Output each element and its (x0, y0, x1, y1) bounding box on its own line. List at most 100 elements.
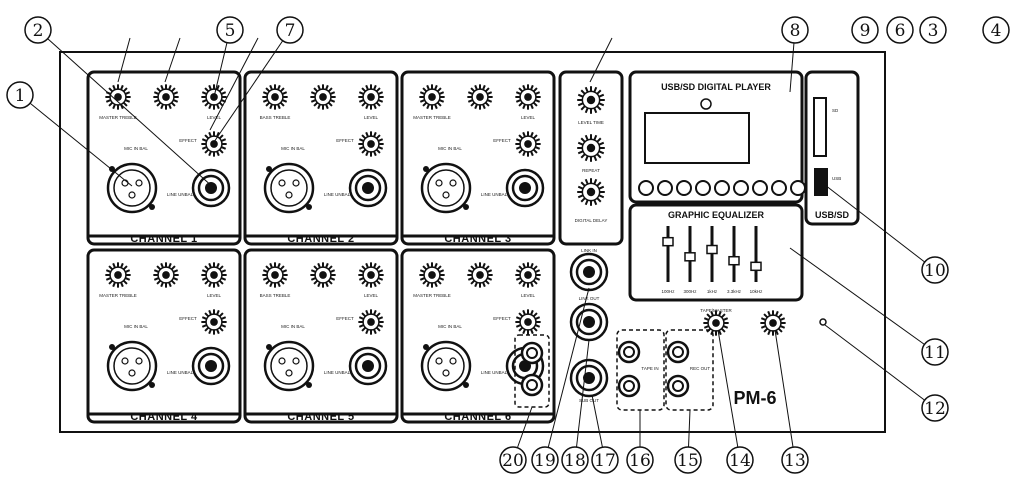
callout-leader (774, 329, 796, 461)
callout-leader (117, 37, 131, 83)
knob-label: BASS TREBLE (260, 115, 291, 120)
callout-leader (19, 94, 133, 187)
knob-cap (367, 271, 375, 279)
tape-in-label: TAPE IN (641, 366, 658, 371)
input-label: MIC IN BAL (124, 146, 148, 151)
callout-leader (544, 287, 590, 461)
knob-cap (271, 93, 279, 101)
xlr-pin (135, 179, 143, 187)
link-in-jack (569, 252, 609, 292)
effect-label: LEVEL TIME (578, 120, 604, 125)
xlr-pin (435, 357, 443, 365)
link-out-jack (569, 302, 609, 342)
knob-cap (114, 93, 122, 101)
rca-jack (666, 374, 690, 398)
knob-label: EFFECT (336, 138, 354, 143)
xlr-inner (270, 169, 308, 207)
callout-8: 8 (790, 21, 801, 41)
callout-16: 16 (629, 451, 651, 471)
line-jack (348, 346, 388, 386)
channel-label: CHANNEL 2 (287, 233, 354, 245)
callout-15: 15 (677, 451, 699, 471)
channel-label: CHANNEL 4 (130, 411, 198, 423)
trim-knob (105, 262, 131, 288)
knob-cap (319, 271, 327, 279)
knob-cap (524, 140, 532, 148)
knob-label: LEVEL (207, 115, 222, 120)
player-button (790, 180, 806, 196)
rca-jack (520, 341, 544, 365)
knob-label: MASTER TREBLE (99, 115, 136, 120)
level-knob (201, 262, 227, 288)
callout-6: 6 (895, 21, 906, 41)
input-label: MIC IN BAL (438, 146, 462, 151)
callout-circle (886, 16, 914, 44)
input-label: MIC IN BAL (281, 324, 305, 329)
xlr-input (263, 340, 315, 392)
master-knob (760, 310, 786, 336)
xlr-screw (266, 344, 272, 350)
link-out-label: LINK OUT (579, 296, 600, 301)
knob-cap (162, 271, 170, 279)
rca-inner (623, 380, 635, 392)
eq-band-label: 300Hz (683, 289, 697, 294)
line-label: LINE UNBAL (167, 192, 194, 197)
rca-inner (623, 346, 635, 358)
player-button (714, 180, 730, 196)
callout-9: 9 (860, 21, 871, 41)
knob-label: LEVEL (364, 115, 379, 120)
xlr-pin (442, 191, 450, 199)
callout-circle (24, 16, 52, 44)
effect-knob (515, 131, 541, 157)
knob-cap (428, 93, 436, 101)
eq-band-label: 10kHz (750, 289, 764, 294)
callout-circle (781, 446, 809, 474)
knob-cap (319, 93, 327, 101)
callout-circle (921, 394, 949, 422)
player-display (644, 112, 750, 164)
channel-label: CHANNEL 3 (444, 233, 511, 245)
xlr-pin (285, 191, 293, 199)
line-label: LINE UNBAL (481, 370, 508, 375)
line-jack (505, 168, 545, 208)
jack-hole (583, 266, 595, 278)
callout-14: 14 (729, 451, 751, 471)
knob-label: MASTER TREBLE (413, 293, 450, 298)
effect-knob (201, 309, 227, 335)
knob-label: MASTER TREBLE (99, 293, 136, 298)
jack-hole (519, 182, 531, 194)
treble-knob (467, 262, 493, 288)
trim-knob (262, 84, 288, 110)
rca-inner (672, 346, 684, 358)
callout-leader (717, 329, 741, 461)
eq-band-label: 3.3kHz (727, 289, 742, 294)
callout-leader (164, 37, 181, 83)
knob-label: LEVEL (207, 293, 222, 298)
channel-label: CHANNEL 6 (444, 411, 511, 423)
callout-circle (626, 446, 654, 474)
callout-5: 5 (225, 21, 236, 41)
xlr-pin (278, 179, 286, 187)
player-button (657, 180, 673, 196)
effect-label: REPEAT (582, 168, 600, 173)
callout-circle (216, 16, 244, 44)
eq-band-label: 100Hz (661, 289, 675, 294)
callout-2: 2 (33, 21, 44, 41)
knob-cap (586, 187, 596, 197)
effect-knob (358, 131, 384, 157)
knob-cap (712, 319, 720, 327)
jack-hole (583, 372, 595, 384)
xlr-input (420, 340, 472, 392)
callout-leader (589, 37, 613, 83)
callout-circle (982, 16, 1010, 44)
callout-12: 12 (924, 399, 946, 419)
rca-inner (672, 380, 684, 392)
line-label: LINE UNBAL (324, 370, 351, 375)
usb-port (814, 168, 828, 196)
callout-circle (674, 446, 702, 474)
line-label: LINE UNBAL (481, 192, 508, 197)
callout-circle (919, 16, 947, 44)
eq-fader (706, 244, 718, 255)
xlr-inner (427, 169, 465, 207)
callout-17: 17 (594, 451, 616, 471)
